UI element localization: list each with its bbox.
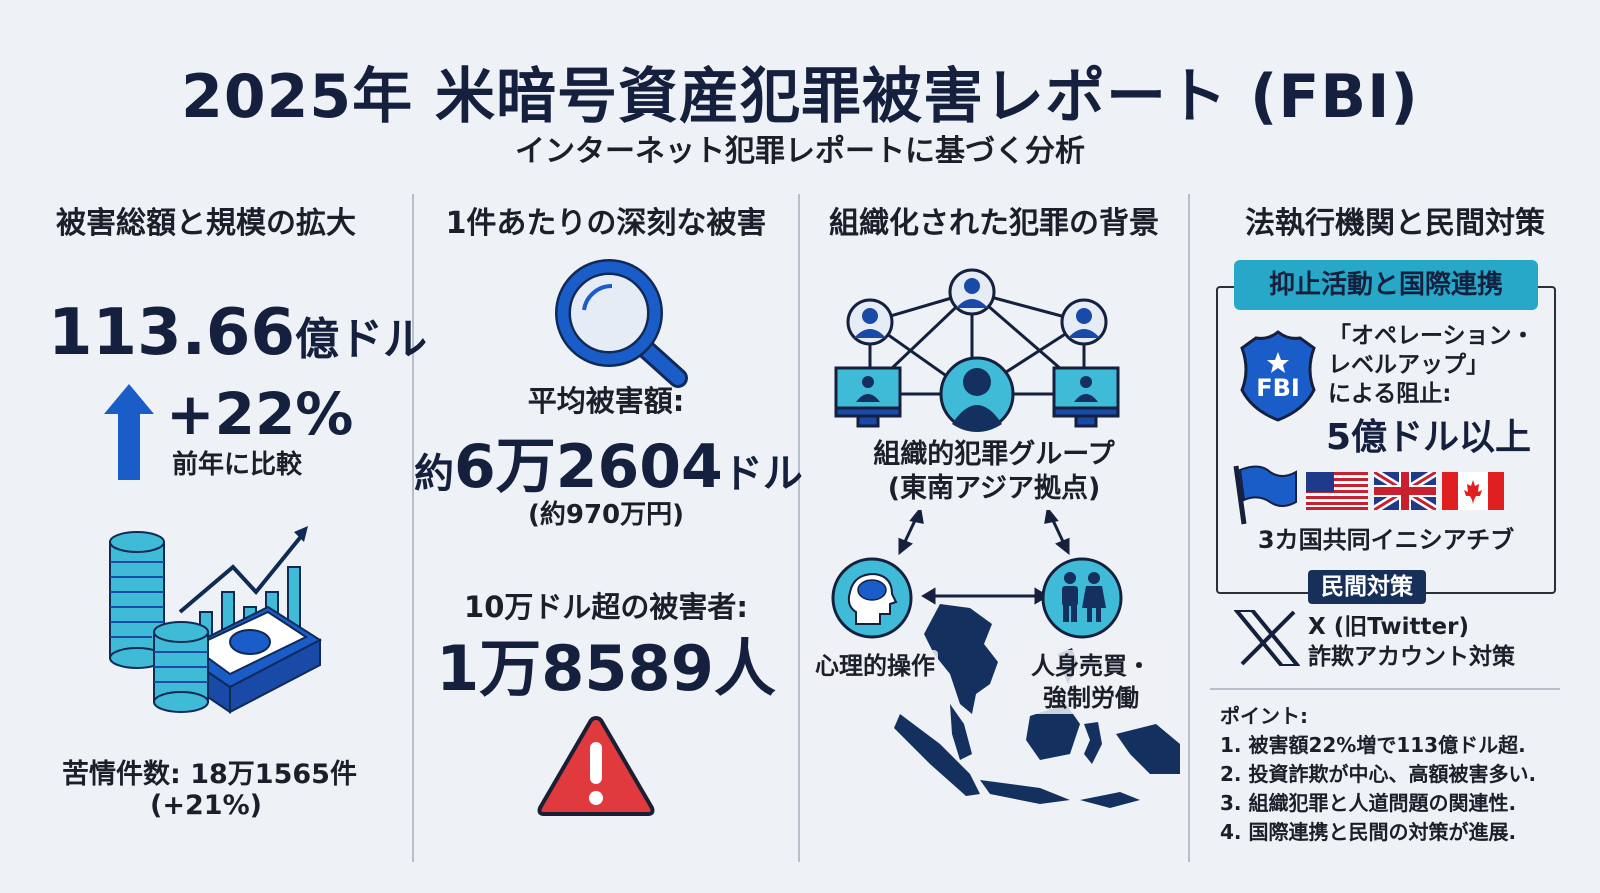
magnifier-icon <box>555 259 688 388</box>
column-heading: 組織化された犯罪の背景 <box>829 206 1159 241</box>
key-points: ポイント: 1. 被害額22%増で113億ドル超. 2. 投資詐欺が中心、高額被… <box>1220 702 1536 847</box>
column-organized-crime: 組織化された犯罪の背景 <box>800 194 1188 862</box>
average-loss-value: 6万2604 <box>454 432 723 502</box>
total-amount-value: 113.66 <box>48 296 295 370</box>
complaints-label: 苦情件数: <box>62 759 181 790</box>
x-line-2: 詐欺アカウント対策 <box>1308 644 1515 670</box>
human-trafficking-label-line2: 強制労働 <box>1043 684 1139 712</box>
fbi-badge-icon: FBI <box>1240 330 1316 422</box>
fbi-badge-text: FBI <box>1256 374 1300 402</box>
key-point-item: 2. 投資詐欺が中心、高額被害多い. <box>1220 762 1537 786</box>
complaints-value: 18万1565件 <box>190 759 357 790</box>
criminal-group-label-line1: 組織的犯罪グループ <box>873 439 1115 470</box>
criminal-network-icon <box>834 268 1120 432</box>
deterrence-banner: 抑止活動と国際連携 <box>1234 260 1538 310</box>
column-law-enforcement: 法執行機関と民間対策 抑止活動と国際連携 FBI 「オペレーション・ レベルアッ… <box>1190 194 1600 862</box>
column-heading: 1件あたりの深刻な被害 <box>445 206 767 241</box>
column-divider <box>412 194 414 862</box>
total-amount-unit: 億ドル <box>294 314 427 365</box>
canada-flag <box>1442 472 1504 510</box>
operation-value: 5億ドル以上 <box>1326 417 1532 458</box>
average-loss-unit: ドル <box>722 451 803 497</box>
three-country-initiative: 3カ国共同イニシアチブ <box>1257 526 1515 554</box>
column-per-case-damage: 1件あたりの深刻な被害 平均被害額: 約6万2604ドル (約970万円) 10… <box>414 194 803 862</box>
criminal-group-label: 組織的犯罪グループ (東南アジア拠点) <box>800 438 1188 506</box>
key-point-item: 4. 国際連携と民間の対策が進展. <box>1220 820 1517 844</box>
column-total-damage: 被害総額と規模の拡大 113.66億ドル +22% 前年に比較 <box>0 194 427 862</box>
points-separator <box>1210 688 1560 690</box>
people-icon <box>1041 557 1123 639</box>
complaints-growth: (+21%) <box>150 790 262 821</box>
key-point-item: 1. 被害額22%増で113億ドル超. <box>1220 733 1526 757</box>
average-loss-amount: 約6万2604ドル <box>414 418 803 505</box>
southeast-asia-map <box>894 604 1180 808</box>
high-loss-victims-count: 1万8589人 <box>436 632 776 705</box>
human-trafficking-label-line1: 人身売買・ <box>1031 652 1151 680</box>
page-subtitle: インターネット犯罪レポートに基づく分析 <box>515 134 1085 169</box>
key-point-item: 3. 組織犯罪と人道問題の関連性. <box>1220 791 1517 815</box>
key-points-title: ポイント: <box>1220 704 1308 728</box>
operation-line-3: による阻止: <box>1328 381 1452 407</box>
up-arrow-icon <box>104 384 154 480</box>
human-trafficking-label: 人身売買・ 強制労働 <box>1018 650 1164 714</box>
coins-cash-chart-icon <box>109 526 322 714</box>
complaints-count: 苦情件数: 18万1565件 <box>62 752 357 791</box>
average-loss-yen: (約970万円) <box>527 500 685 530</box>
operation-line-2: レベルアップ」 <box>1328 352 1489 378</box>
column-heading: 法執行機関と民間対策 <box>1245 206 1545 241</box>
private-measures-tag: 民間対策 <box>1308 570 1426 604</box>
growth-note: 前年に比較 <box>172 450 303 480</box>
warning-icon <box>537 715 655 816</box>
column-divider <box>798 194 800 862</box>
x-line-1: X (旧Twitter) <box>1308 614 1469 640</box>
us-flag <box>1306 472 1368 510</box>
high-loss-victims-label: 10万ドル超の被害者: <box>464 590 748 624</box>
flag-icon <box>1233 465 1297 525</box>
relation-arrows <box>898 510 1070 605</box>
x-logo-icon <box>1234 610 1300 666</box>
criminal-group-label-line2: (東南アジア拠点) <box>887 473 1101 504</box>
psychological-manipulation-label: 心理的操作 <box>812 650 938 682</box>
uk-flag <box>1374 472 1436 510</box>
brain-head-icon <box>831 557 913 639</box>
growth-percent: +22% <box>166 380 354 448</box>
column-divider <box>1188 194 1190 862</box>
operation-description: 「オペレーション・ レベルアップ」 による阻止: <box>1328 322 1535 409</box>
total-amount: 113.66億ドル <box>48 296 427 370</box>
average-loss-label: 平均被害額: <box>527 384 685 418</box>
x-countermeasure: X (旧Twitter) 詐欺アカウント対策 <box>1308 612 1515 672</box>
page-title: 2025年 米暗号資産犯罪被害レポート (FBI) <box>181 62 1419 132</box>
operation-line-1: 「オペレーション・ <box>1328 323 1535 349</box>
column-heading: 被害総額と規模の拡大 <box>56 206 356 241</box>
average-loss-prefix: 約 <box>414 451 454 497</box>
